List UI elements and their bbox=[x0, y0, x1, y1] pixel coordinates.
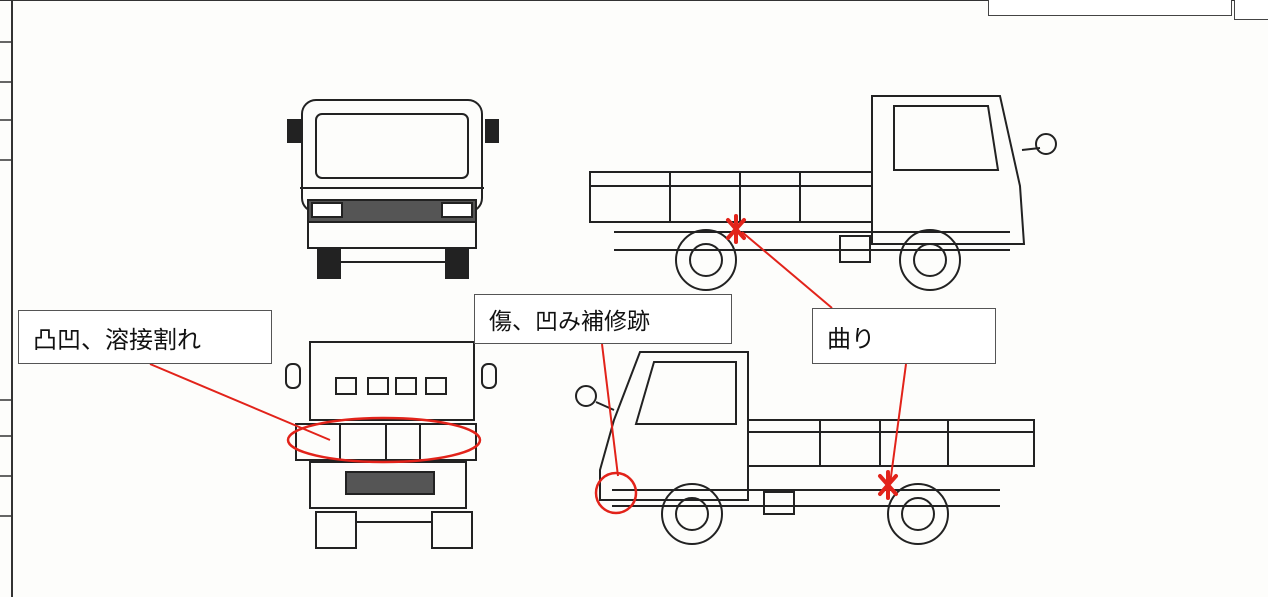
truck-rear-view bbox=[285, 341, 497, 549]
rear-bumper-damage-ellipse bbox=[286, 416, 482, 464]
bend-leader-line-upper bbox=[741, 231, 833, 309]
bend-leader-line-lower bbox=[889, 363, 907, 485]
truck-front-view bbox=[287, 99, 499, 279]
truck-right-side-view bbox=[589, 95, 1057, 291]
dent-leader-line bbox=[149, 363, 331, 441]
damage-markers bbox=[149, 214, 907, 515]
header-cell-corner bbox=[1234, 0, 1268, 20]
bend-label: 曲り bbox=[827, 324, 875, 353]
bend-marker-upper bbox=[726, 214, 746, 244]
front-corner-damage-circle bbox=[594, 471, 638, 515]
scratch-dent-repair-label: 傷、凹み補修跡 bbox=[489, 309, 650, 335]
dent-weld-crack-label: 凸凹、溶接割れ bbox=[33, 325, 201, 354]
header-cell bbox=[988, 0, 1232, 16]
dent-weld-crack-callout: 凸凹、溶接割れ bbox=[18, 310, 272, 364]
bend-callout: 曲り bbox=[812, 308, 996, 364]
bend-marker-lower bbox=[878, 470, 898, 500]
scratch-dent-repair-callout: 傷、凹み補修跡 bbox=[474, 294, 732, 344]
scratch-leader-line bbox=[601, 343, 619, 477]
truck-left-side-view bbox=[575, 351, 1035, 545]
